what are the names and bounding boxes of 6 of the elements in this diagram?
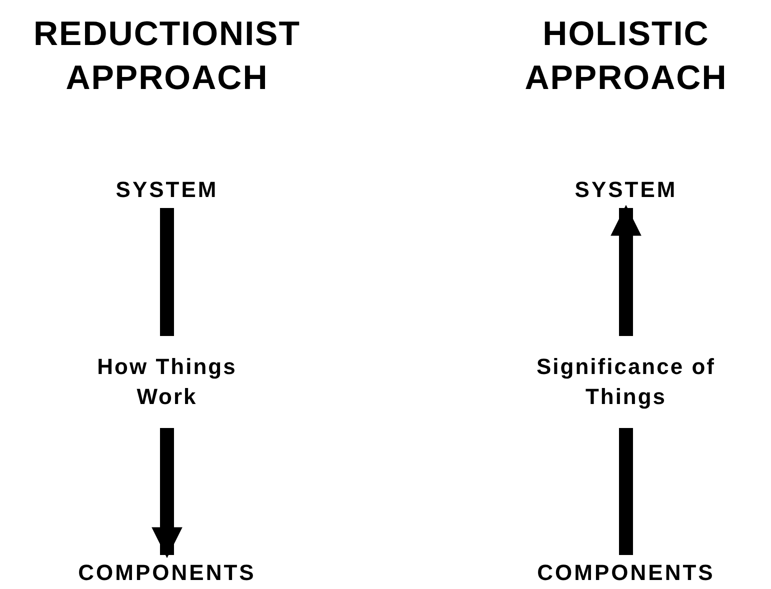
node-label: SYSTEM [37, 176, 297, 204]
node-label: COMPONENTS [37, 559, 297, 587]
column-heading: REDUCTIONIST APPROACH [32, 14, 302, 99]
column-heading: HOLISTIC APPROACH [524, 14, 728, 99]
node-label: SYSTEM [496, 176, 756, 204]
node-label: COMPONENTS [496, 559, 756, 587]
